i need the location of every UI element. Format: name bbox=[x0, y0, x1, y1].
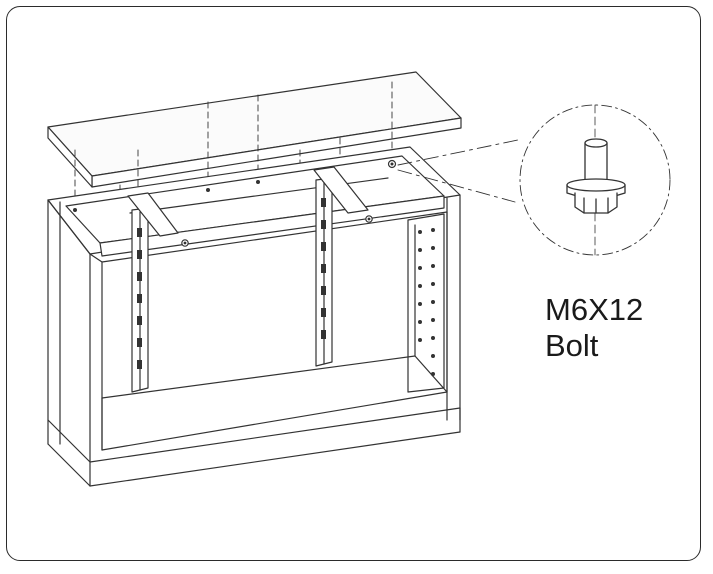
bolt-points bbox=[73, 159, 397, 247]
bolt-callout-label: M6X12 Bolt bbox=[545, 292, 643, 364]
shelf-pin-holes bbox=[418, 228, 435, 376]
worktop-panel bbox=[47, 71, 462, 188]
cabinet-frame bbox=[47, 146, 461, 487]
bolt-icon bbox=[566, 138, 626, 214]
callout-leaders bbox=[397, 139, 519, 203]
part-code: M6X12 bbox=[545, 292, 644, 327]
part-name: Bolt bbox=[545, 328, 599, 363]
upright-slots bbox=[137, 198, 326, 369]
